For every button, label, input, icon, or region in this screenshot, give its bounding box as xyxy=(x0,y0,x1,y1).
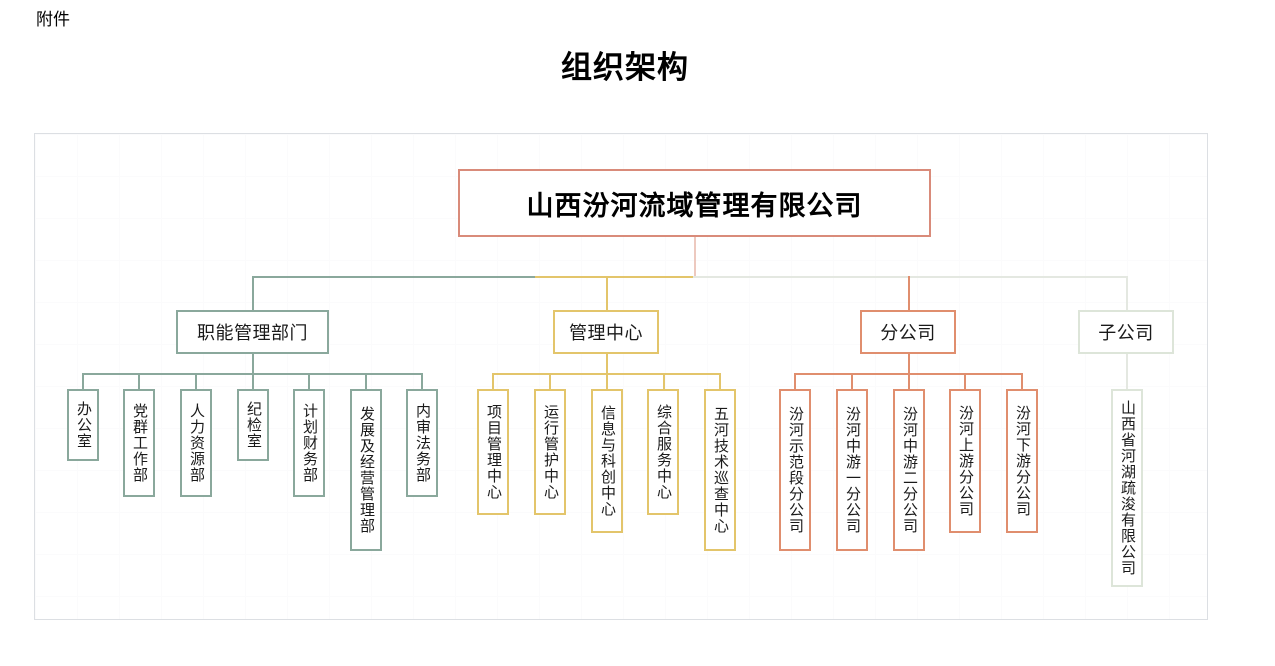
org-leaf-office[interactable]: 办公室 xyxy=(67,389,99,461)
connector-functional-stub-1 xyxy=(82,373,84,390)
connector-management-stub-4 xyxy=(663,373,665,390)
connector-functional-stub-3 xyxy=(195,373,197,390)
connector-management-stub-5 xyxy=(719,373,721,390)
org-node-management-center[interactable]: 管理中心 xyxy=(553,310,659,354)
org-leaf-five-river-inspection-center[interactable]: 五河技术巡查中心 xyxy=(704,389,736,551)
connector-drop-branch xyxy=(908,276,910,310)
connector-functional-stub-2 xyxy=(138,373,140,390)
org-leaf-discipline-inspection[interactable]: 纪检室 xyxy=(237,389,269,461)
connector-functional-stub-6 xyxy=(365,373,367,390)
org-leaf-downstream-branch[interactable]: 汾河下游分公司 xyxy=(1006,389,1038,533)
org-leaf-demonstration-section-branch[interactable]: 汾河示范段分公司 xyxy=(779,389,811,551)
connector-drop-subsidiary xyxy=(1126,276,1128,310)
org-leaf-project-management-center[interactable]: 项目管理中心 xyxy=(477,389,509,515)
org-leaf-information-innovation-center[interactable]: 信息与科创中心 xyxy=(591,389,623,533)
connector-functional-bus xyxy=(82,373,421,375)
org-leaf-midstream-second-branch[interactable]: 汾河中游二分公司 xyxy=(893,389,925,551)
connector-functional-stem xyxy=(252,354,254,374)
org-leaf-planning-finance[interactable]: 计划财务部 xyxy=(293,389,325,497)
connector-drop-functional xyxy=(252,276,254,310)
connector-management-stem xyxy=(606,354,608,374)
connector-root-drop xyxy=(694,237,696,277)
org-leaf-human-resources[interactable]: 人力资源部 xyxy=(180,389,212,497)
connector-branch-stem xyxy=(908,354,910,374)
org-chart-canvas: 山西汾河流域管理有限公司 职能管理部门 管理中心 分公司 子公司 办公室 党群工… xyxy=(34,133,1208,620)
org-leaf-upstream-branch[interactable]: 汾河上游分公司 xyxy=(949,389,981,533)
connector-bus-subsidiary xyxy=(693,276,1128,278)
connector-subsidiary-stem xyxy=(1126,354,1128,390)
org-node-root[interactable]: 山西汾河流域管理有限公司 xyxy=(458,169,931,237)
connector-management-stub-2 xyxy=(549,373,551,390)
connector-branch-stub-2 xyxy=(851,373,853,390)
connector-drop-management xyxy=(606,276,608,310)
org-leaf-midstream-first-branch[interactable]: 汾河中游一分公司 xyxy=(836,389,868,551)
connector-functional-stub-5 xyxy=(308,373,310,390)
connector-functional-stub-7 xyxy=(421,373,423,390)
connector-bus-functional xyxy=(252,276,537,278)
connector-branch-stub-5 xyxy=(1021,373,1023,390)
attachment-label: 附件 xyxy=(36,10,70,29)
org-node-subsidiary-company[interactable]: 子公司 xyxy=(1078,310,1174,354)
connector-branch-stub-3 xyxy=(908,373,910,390)
org-leaf-river-lake-dredging-company[interactable]: 山西省河湖疏浚有限公司 xyxy=(1111,389,1143,587)
connector-branch-stub-4 xyxy=(964,373,966,390)
connector-management-stub-3 xyxy=(606,373,608,390)
org-leaf-internal-audit-legal[interactable]: 内审法务部 xyxy=(406,389,438,497)
connector-branch-stub-1 xyxy=(794,373,796,390)
org-leaf-comprehensive-service-center[interactable]: 综合服务中心 xyxy=(647,389,679,515)
org-leaf-operation-maintenance-center[interactable]: 运行管护中心 xyxy=(534,389,566,515)
connector-management-stub-1 xyxy=(492,373,494,390)
org-leaf-party-affairs[interactable]: 党群工作部 xyxy=(123,389,155,497)
connector-bus-management xyxy=(535,276,695,278)
connector-functional-stub-4 xyxy=(252,373,254,390)
org-node-branch-company[interactable]: 分公司 xyxy=(860,310,956,354)
org-node-functional-departments[interactable]: 职能管理部门 xyxy=(176,310,329,354)
page-title: 组织架构 xyxy=(561,50,689,85)
org-leaf-development-operations[interactable]: 发展及经营管理部 xyxy=(350,389,382,551)
